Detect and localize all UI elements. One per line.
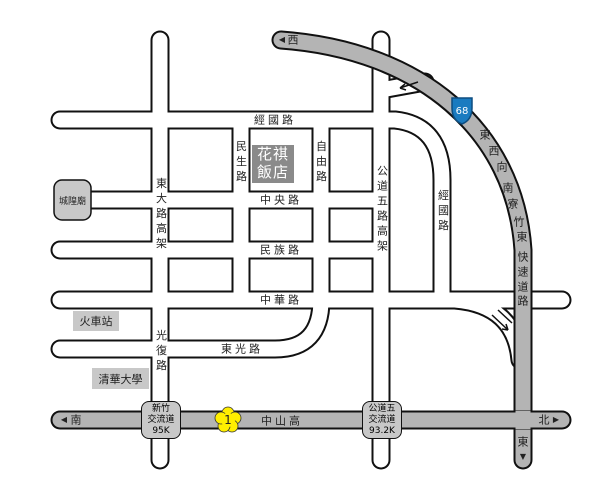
- hotel-label: 花祺 飯店: [252, 145, 294, 183]
- interchange-gongdao5: 公道五 交流道 93.2K: [362, 401, 402, 439]
- expressway-char: 寮: [507, 197, 519, 211]
- interchange-line: 公道五: [368, 403, 396, 414]
- expressway-char: 向: [496, 160, 508, 174]
- hotel-name-2: 飯店: [256, 163, 289, 181]
- ramp-arrow-icon: [491, 309, 513, 331]
- road-label-zhongyang: 中央路: [260, 193, 302, 207]
- expressway-char: 東: [479, 128, 491, 142]
- expressway-char: 路: [517, 294, 529, 308]
- right-arrow-icon: ▶: [552, 415, 560, 424]
- left-arrow-icon: ◀: [60, 415, 68, 424]
- road-label-dongguang: 東光路: [221, 342, 263, 356]
- interchange-line: 交流道: [368, 414, 396, 425]
- direction-east: 東: [517, 435, 529, 449]
- ramp-arrow-icon: [399, 81, 419, 91]
- road-label-jingguo-east: 經國路: [436, 189, 450, 235]
- direction-west: 西: [287, 33, 299, 47]
- road-label-minzu: 民族路: [260, 243, 302, 257]
- road-label-ziyou: 自由路: [314, 140, 328, 186]
- road-label-dongda: 東大路高架: [154, 177, 168, 253]
- road-label-minsheng: 民生路: [234, 140, 248, 186]
- road-label-gongdao5: 公道五路高架: [375, 165, 389, 255]
- interchange-line: 新竹: [151, 403, 170, 414]
- expressway-char: 西: [488, 144, 500, 158]
- expressway-char: 竹: [513, 215, 525, 229]
- landmark-station: 火車站: [73, 311, 119, 331]
- shield-68-icon: [451, 97, 473, 125]
- direction-south: 南: [70, 413, 82, 427]
- expressway-char: 速: [517, 265, 529, 279]
- road-label-jingguo: 經國路: [254, 113, 296, 127]
- expressway-char: 道: [517, 280, 529, 294]
- shield-number: 68: [455, 106, 469, 117]
- landmark-temple: 城隍廟: [58, 196, 86, 207]
- road-label-zhongshan: 中山高: [261, 414, 303, 428]
- direction-north: 北: [538, 413, 550, 427]
- road-label-zhonghua: 中華路: [260, 293, 302, 307]
- interchange-line: 95K: [152, 425, 170, 436]
- interchange-line: 93.2K: [369, 425, 395, 436]
- west-arrow-icon: ◀: [278, 35, 286, 44]
- landmark-university: 清華大學: [92, 368, 149, 389]
- hotel-name-1: 花祺: [256, 145, 289, 163]
- expressway-char: 快: [517, 250, 529, 264]
- road-label-guangfu: 光復路: [154, 329, 168, 375]
- expressway-char: 南: [502, 181, 514, 195]
- freeway-number: 1: [224, 413, 232, 427]
- freeway-1-marker-icon: [214, 406, 242, 433]
- interchange-line: 交流道: [147, 414, 175, 425]
- south-arrow-icon: ▼: [519, 452, 527, 461]
- expressway-char: 東: [516, 230, 528, 244]
- temple-box: [53, 179, 92, 221]
- interchange-hsinchu: 新竹 交流道 95K: [141, 401, 181, 439]
